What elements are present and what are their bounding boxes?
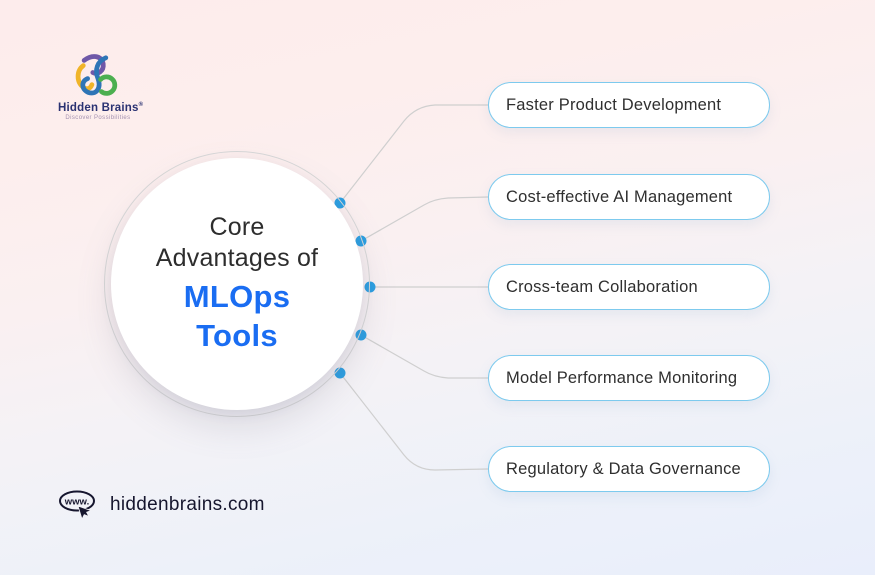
center-highlight-line2: Tools	[196, 318, 278, 353]
brand-logo: Hidden Brains® Discover Possibilities	[58, 52, 144, 121]
brand-tagline: Discover Possibilities	[65, 115, 131, 121]
advantage-pill-cost-effective-ai-management: Cost-effective AI Management	[488, 174, 770, 220]
center-title-line2: Advantages of	[155, 244, 319, 272]
center-circle-ring	[104, 151, 370, 417]
advantage-pill-faster-product-development: Faster Product Development	[488, 82, 770, 128]
connector-line-2	[360, 196, 489, 242]
brand-name: Hidden Brains®	[58, 102, 144, 114]
center-title-line1: Core	[209, 213, 265, 241]
www-cursor-icon: www.	[59, 490, 95, 521]
advantage-pill-model-performance-monitoring: Model Performance Monitoring	[488, 355, 770, 401]
advantage-pill-regulatory-data-governance: Regulatory & Data Governance	[488, 446, 770, 492]
connector-line-1	[339, 104, 488, 204]
footer-website: hiddenbrains.com	[110, 494, 265, 515]
connector-line-5	[339, 372, 489, 471]
hidden-brains-logo-icon	[75, 54, 118, 96]
footer: www. hiddenbrains.com	[58, 489, 265, 521]
www-label: www.	[64, 497, 89, 508]
center-circle: Core Advantages of MLOps Tools	[111, 158, 363, 410]
registered-mark: ®	[138, 102, 144, 109]
advantage-pill-cross-team-collaboration: Cross-team Collaboration	[488, 264, 770, 310]
connector-line-4	[360, 334, 488, 379]
center-highlight-line1: MLOps	[183, 279, 291, 314]
